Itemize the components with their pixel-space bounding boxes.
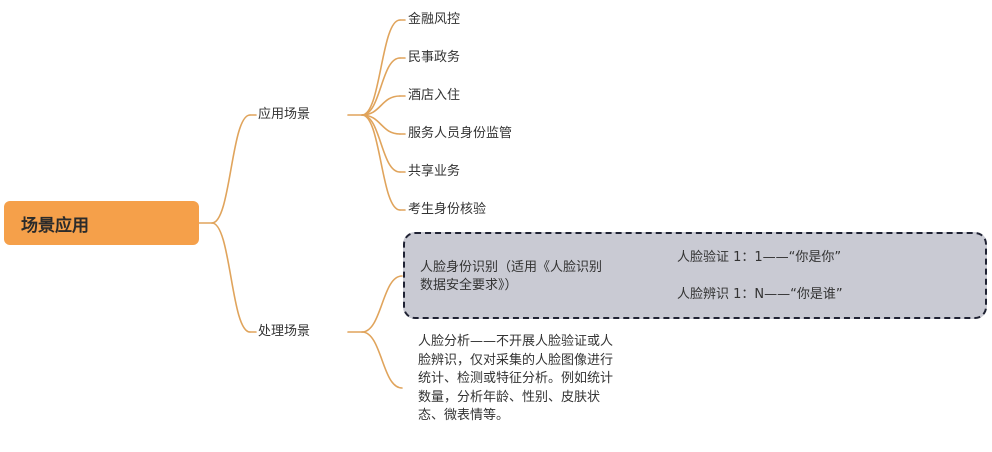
edge-root-application bbox=[211, 114, 251, 224]
leaf-label: 酒店入住 bbox=[408, 88, 461, 103]
branch-label: 处理场景 bbox=[258, 324, 311, 339]
edge-application-leaf-5 bbox=[361, 114, 401, 211]
node-face-analysis[interactable]: 人脸分析——不开展人脸验证或人脸辨识，仅对采集的人脸图像进行统计、检测或特征分析… bbox=[418, 333, 614, 426]
leaf-hotel-check-in[interactable]: 酒店入住 bbox=[408, 88, 460, 104]
leaf-label: 民事政务 bbox=[408, 50, 461, 65]
node-label: 人脸身份识别（适用《人脸识别数据安全要求》） bbox=[420, 260, 603, 293]
leaf-label: 服务人员身份监管 bbox=[408, 126, 513, 141]
leaf-finance-risk-control[interactable]: 金融风控 bbox=[408, 12, 460, 28]
edge-application-leaf-2 bbox=[361, 95, 401, 116]
leaf-shared-business[interactable]: 共享业务 bbox=[408, 164, 460, 180]
leaf-face-recognition[interactable]: 人脸辨识 1：N——“你是谁” bbox=[677, 287, 843, 303]
edge-root-processing bbox=[211, 222, 251, 333]
leaf-face-verification[interactable]: 人脸验证 1：1——“你是你” bbox=[677, 250, 841, 266]
branch-label: 应用场景 bbox=[258, 107, 311, 122]
root-label: 场景应用 bbox=[21, 215, 89, 236]
root-node[interactable]: 场景应用 bbox=[4, 201, 199, 245]
leaf-examinee-identity-verification[interactable]: 考生身份核验 bbox=[408, 202, 486, 218]
leaf-label: 共享业务 bbox=[408, 164, 461, 179]
leaf-label: 金融风控 bbox=[408, 12, 461, 27]
edge-processing-face-id bbox=[361, 275, 403, 333]
edge-application-leaf-0 bbox=[361, 19, 401, 116]
branch-processing-scenes[interactable]: 处理场景 bbox=[258, 324, 310, 340]
edge-processing-analysis bbox=[361, 331, 403, 389]
leaf-label: 考生身份核验 bbox=[408, 202, 487, 217]
node-label: 人脸分析——不开展人脸验证或人脸辨识，仅对采集的人脸图像进行统计、检测或特征分析… bbox=[418, 334, 614, 423]
leaf-civil-government-affairs[interactable]: 民事政务 bbox=[408, 50, 460, 66]
edge-application-leaf-1 bbox=[361, 57, 401, 116]
node-face-identification[interactable]: 人脸身份识别（适用《人脸识别数据安全要求》） bbox=[420, 259, 610, 295]
face-identification-highlight-box bbox=[403, 232, 987, 319]
branch-application-scenes[interactable]: 应用场景 bbox=[258, 107, 310, 123]
leaf-label: 人脸验证 1：1——“你是你” bbox=[677, 250, 842, 265]
leaf-label: 人脸辨识 1：N——“你是谁” bbox=[677, 287, 843, 302]
leaf-service-staff-identity-supervision[interactable]: 服务人员身份监管 bbox=[408, 126, 512, 142]
